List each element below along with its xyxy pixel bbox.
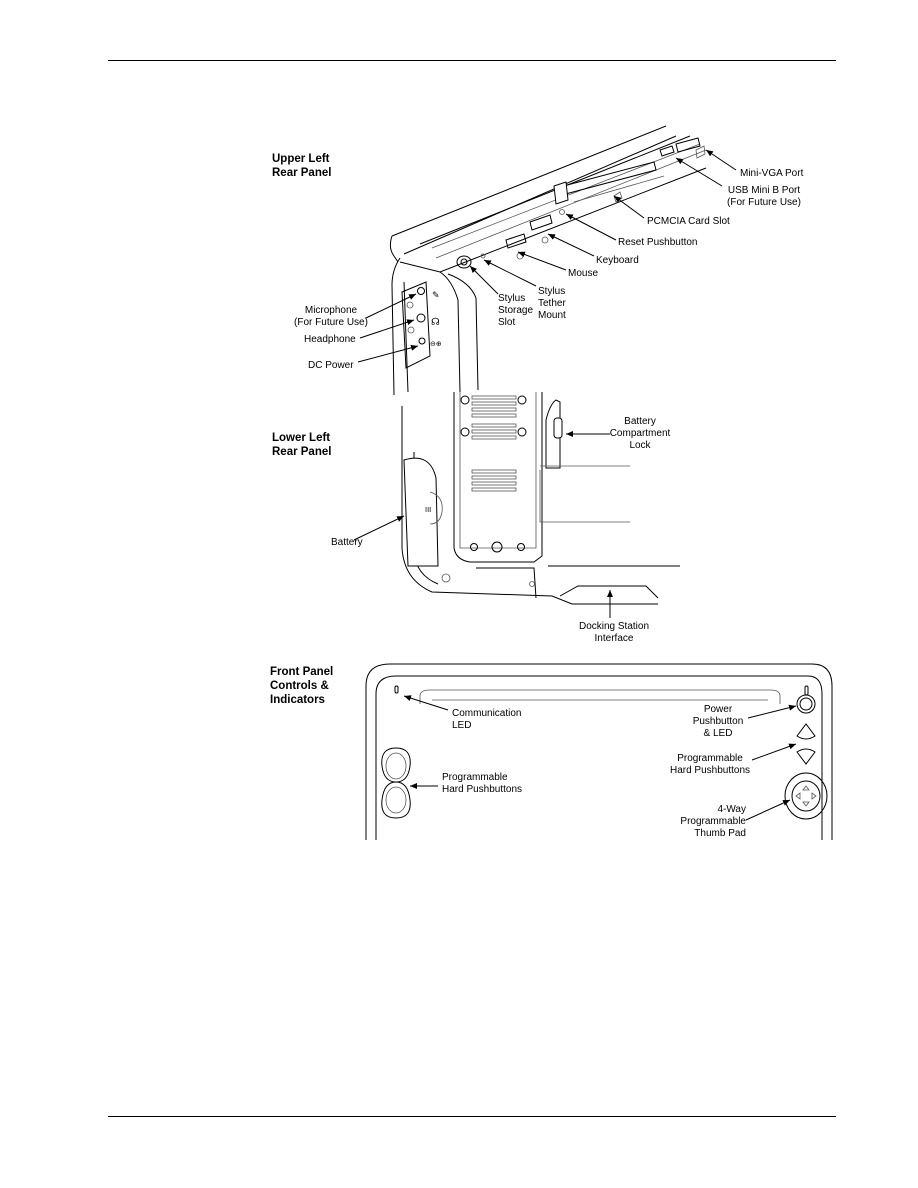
lower-left-rear-panel-heading: Lower Left Rear Panel	[272, 432, 332, 458]
upper-rear-panel-drawing: ✎ ☊ ⊖⊕	[389, 125, 707, 396]
callout-dc-power: DC Power	[308, 360, 354, 371]
lower-rear-panel-drawing: III	[401, 392, 680, 605]
callout-usb-mini-b-port: USB Mini B Port (For Future Use)	[727, 185, 801, 208]
callout-docking-station-interface: Docking Station Interface	[578, 621, 650, 644]
callout-power-pushbutton-led: Power Pushbutton & LED	[692, 704, 744, 739]
callout-stylus-tether-mount: Stylus Tether Mount	[538, 286, 566, 321]
callout-battery-compartment-lock: Battery Compartment Lock	[609, 416, 671, 451]
callout-stylus-storage-slot: Stylus Storage Slot	[498, 293, 534, 328]
callout-reset-pushbutton: Reset Pushbutton	[618, 237, 698, 248]
front-panel-heading: Front Panel Controls & Indicators	[270, 666, 334, 706]
svg-text:III: III	[425, 506, 431, 514]
callout-headphone: Headphone	[304, 334, 356, 345]
callout-programmable-hard-pushbuttons-right: Programmable Hard Pushbuttons	[669, 753, 751, 776]
upper-left-rear-panel-heading: Upper Left Rear Panel	[272, 153, 332, 179]
callout-microphone: Microphone (For Future Use)	[294, 305, 368, 328]
callout-battery: Battery	[331, 537, 363, 548]
callout-four-way-thumb-pad: 4-Way Programmable Thumb Pad	[680, 804, 746, 839]
callout-mouse: Mouse	[568, 268, 599, 279]
front-panel-drawing	[365, 663, 833, 840]
callout-leaders	[353, 149, 797, 821]
svg-text:⊖⊕: ⊖⊕	[430, 340, 442, 348]
callout-mini-vga-port: Mini-VGA Port	[740, 168, 804, 179]
callout-keyboard: Keyboard	[596, 255, 639, 266]
footer-rule	[108, 1116, 836, 1117]
callout-programmable-hard-pushbuttons-left: Programmable Hard Pushbuttons	[442, 772, 523, 795]
svg-text:☊: ☊	[431, 317, 440, 328]
svg-text:✎: ✎	[432, 291, 440, 301]
callout-communication-led: Communication LED	[452, 708, 522, 731]
callout-pcmcia-card-slot: PCMCIA Card Slot	[647, 216, 730, 227]
header-rule	[108, 60, 836, 61]
